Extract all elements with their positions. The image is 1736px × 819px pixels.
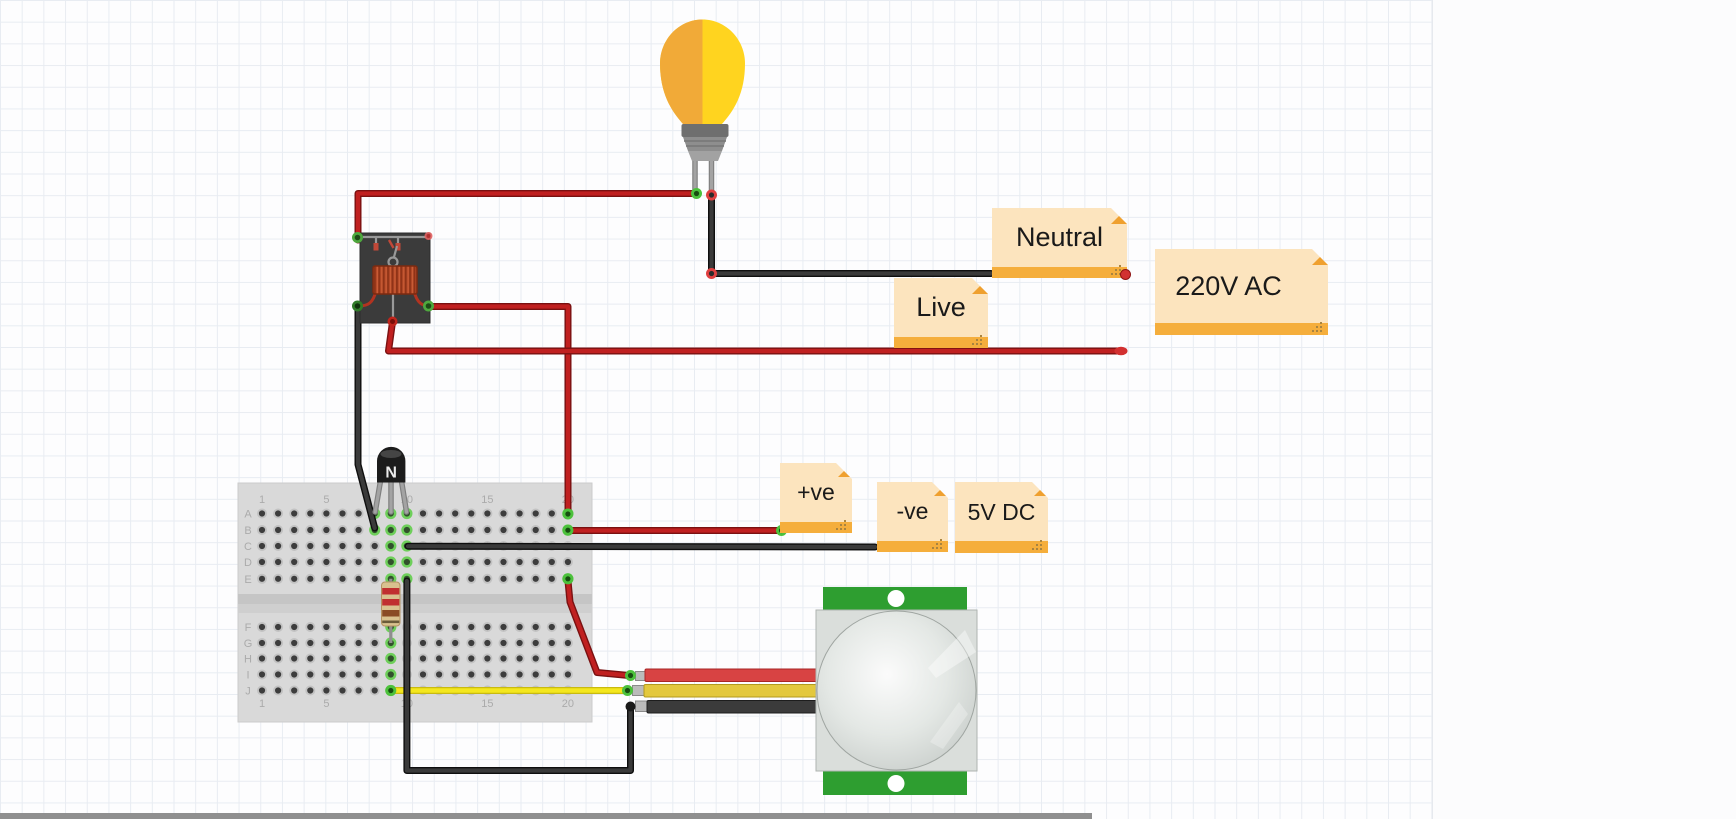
transistor[interactable]: N — [372, 446, 410, 515]
breadboard-row-label: A — [244, 509, 252, 521]
note-220v-ac[interactable]: 220V AC — [1155, 249, 1328, 335]
breadboard-col-label: 1 — [259, 494, 265, 506]
pir-cable-pin — [635, 700, 648, 712]
pir-dome — [816, 610, 977, 771]
resistor-band — [382, 620, 400, 624]
wire-negative-ground[interactable] — [404, 542, 879, 551]
breadboard-row-label: F — [245, 622, 252, 634]
note-bar — [780, 522, 852, 533]
breadboard-center-channel — [238, 594, 592, 604]
breadboard-row-label: I — [246, 670, 249, 682]
breadboard-row-label: E — [244, 574, 251, 586]
note-bar — [894, 337, 988, 348]
note-5v-dc[interactable]: 5V DC — [955, 482, 1048, 553]
breadboard-col-label: 1 — [259, 698, 265, 710]
pir-cable-yellow — [643, 684, 819, 698]
note-resize-grip-icon[interactable] — [1040, 548, 1042, 550]
transistor-marking: N — [385, 465, 397, 482]
note-live-text: Live — [916, 292, 966, 322]
bulb-cap — [681, 124, 729, 137]
pir-cable-red — [644, 668, 819, 682]
bottom-window-edge — [0, 813, 1092, 819]
breadboard-row-label: D — [244, 557, 252, 569]
transistor-leg — [373, 476, 383, 514]
pir-dome-highlight — [928, 630, 976, 678]
breadboard-col-label: 15 — [481, 698, 493, 710]
note-resize-grip-icon[interactable] — [980, 343, 982, 345]
note-resize-grip-icon[interactable] — [844, 528, 846, 530]
wire-relay-to-breadboard-a20[interactable] — [427, 303, 572, 516]
note-resize-grip-icon[interactable] — [1320, 330, 1322, 332]
breadboard-col-label: 5 — [323, 698, 329, 710]
wire-breadboard-to-pir-vcc[interactable] — [564, 576, 633, 679]
pir-mounting-hole — [887, 775, 905, 792]
pir-dome-highlight — [930, 702, 968, 749]
wire-live-end-cap — [1114, 346, 1128, 356]
breadboard-row-label: C — [244, 541, 252, 553]
breadboard[interactable]: 1 5 10 15 20 1 5 10 15 20 A B C D E F — [237, 482, 593, 723]
pir-sensor[interactable] — [632, 587, 978, 795]
transistor-leg — [399, 476, 409, 514]
note-positive-text: +ve — [797, 479, 835, 505]
pir-mounting-hole — [887, 590, 905, 607]
wire-relay-to-transistor[interactable] — [354, 306, 379, 532]
note-negative[interactable]: -ve — [877, 482, 948, 552]
breadboard-row-label: H — [244, 654, 252, 666]
note-220v-ac-text: 220V AC — [1175, 271, 1282, 301]
connection-points — [385, 188, 787, 712]
wire-relay-to-bulb[interactable] — [354, 190, 697, 244]
note-bar — [1155, 323, 1328, 335]
note-negative-text: -ve — [896, 498, 929, 524]
relay-contact — [395, 243, 401, 251]
note-positive[interactable]: +ve — [780, 463, 852, 533]
breadboard-col-label: 15 — [481, 494, 493, 506]
note-5v-dc-text: 5V DC — [967, 498, 1036, 525]
sheet-right-margin — [1432, 0, 1736, 819]
note-neutral[interactable]: Neutral — [992, 208, 1127, 278]
note-neutral-text: Neutral — [1015, 222, 1104, 252]
resistor-band — [382, 588, 400, 595]
relay-coil — [372, 265, 418, 295]
note-bar — [992, 267, 1127, 278]
resistor[interactable] — [381, 578, 401, 643]
breadboard-row-letters: A B C D E F G H I J — [244, 509, 253, 698]
note-live[interactable]: Live — [894, 278, 988, 348]
connection-dot-black — [625, 701, 636, 712]
breadboard-col-label: 20 — [562, 698, 574, 710]
resistor-band — [382, 610, 400, 617]
breadboard-row-label: G — [244, 638, 253, 650]
resistor-band — [382, 599, 400, 606]
relay-contact — [373, 243, 379, 251]
pir-cable-black — [646, 700, 819, 714]
wire-pir-ground[interactable] — [403, 577, 634, 774]
note-resize-grip-icon[interactable] — [940, 547, 942, 549]
relay-armature — [392, 245, 399, 258]
wire-neutral[interactable] — [708, 192, 995, 277]
breadboard-row-label: B — [244, 525, 251, 537]
bulb-screw-base — [683, 137, 727, 151]
note-bar — [955, 541, 1048, 553]
neutral-wire-end-dot — [1120, 269, 1131, 280]
light-bulb[interactable] — [652, 12, 745, 195]
breadboard-row-label: J — [245, 686, 251, 698]
breadboard-col-label: 5 — [323, 494, 329, 506]
wire-live[interactable] — [385, 318, 1128, 356]
note-bar — [877, 541, 948, 552]
pir-cable-pin — [632, 685, 645, 696]
relay[interactable] — [352, 232, 434, 327]
